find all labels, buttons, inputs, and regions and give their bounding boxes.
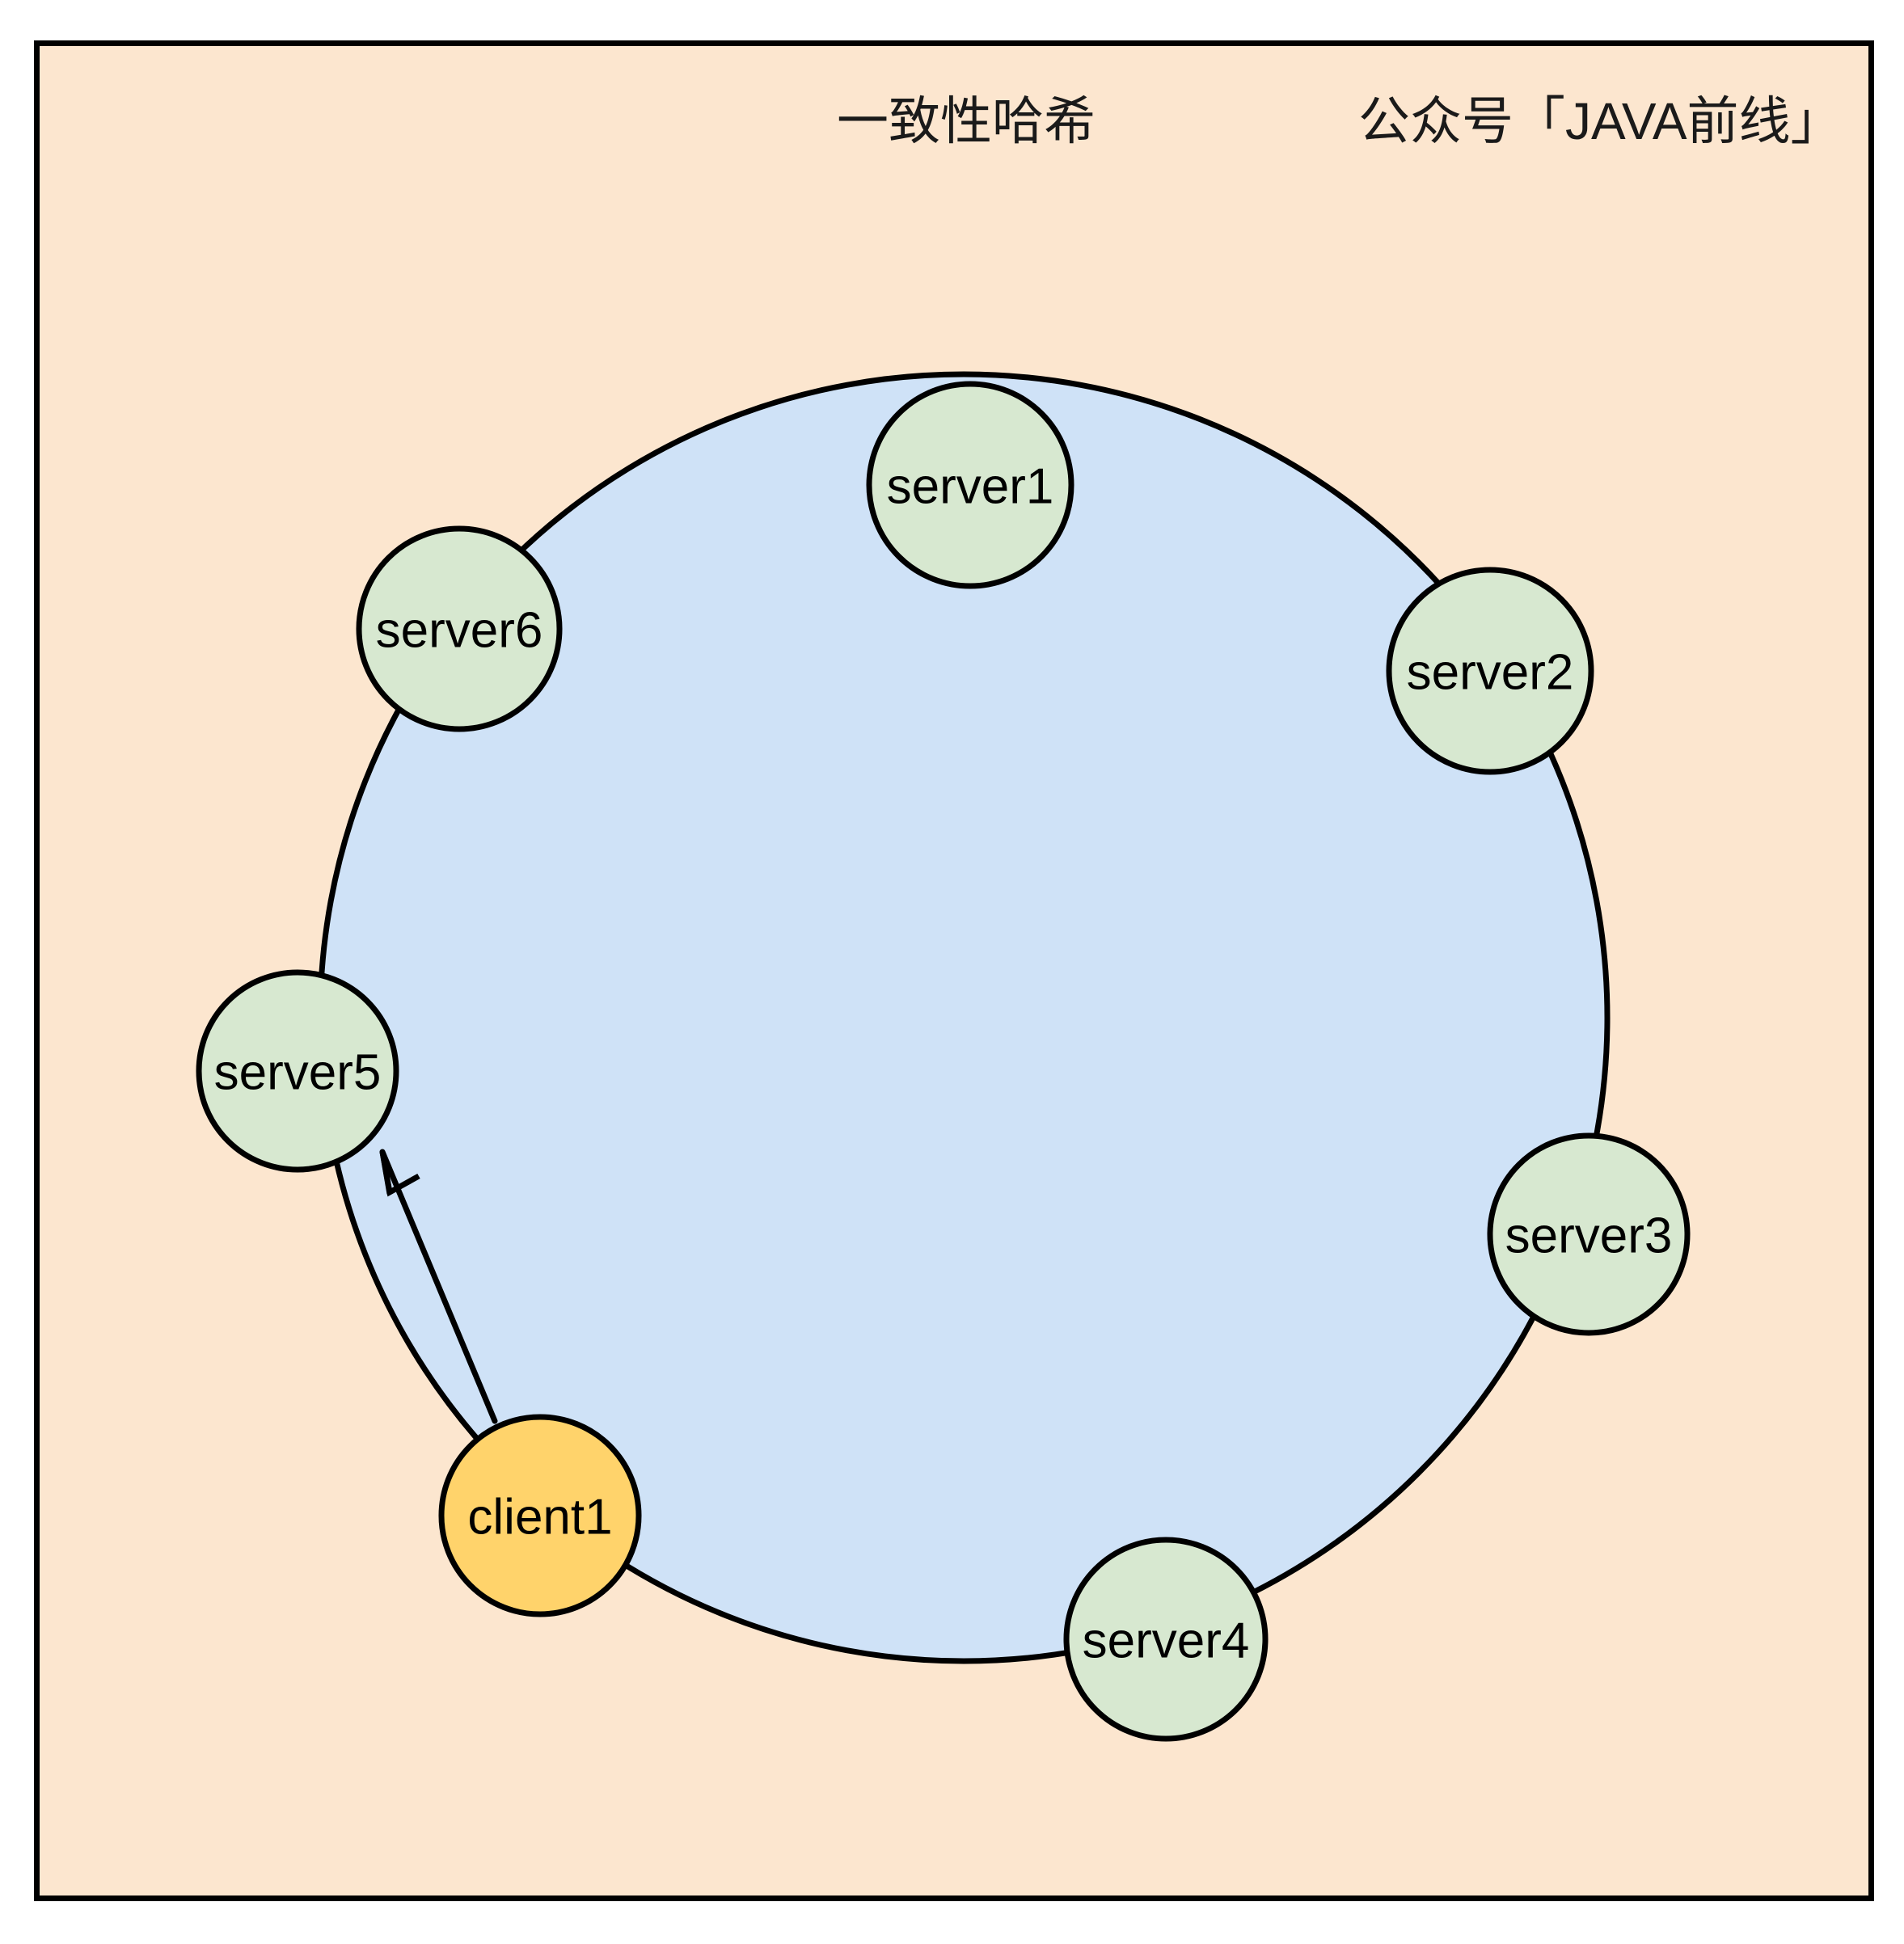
node-label: server1 [887,459,1054,515]
page-title: 一致性哈希 [837,92,1096,150]
credit-title: 公众号「JAVA前线」 [1358,92,1843,150]
node-circle [196,969,399,1173]
node-server2[interactable]: server2 [1386,567,1594,775]
node-label: client1 [467,1490,612,1546]
node-circle [438,1414,642,1617]
node-server6[interactable]: server6 [356,525,563,732]
node-circle [356,525,563,732]
node-circle [1487,1132,1691,1336]
node-server4[interactable]: server4 [1063,1537,1269,1742]
node-server1[interactable]: server1 [866,381,1074,589]
node-server5[interactable]: server5 [196,969,399,1173]
node-server3[interactable]: server3 [1487,1132,1691,1336]
node-circle [1386,567,1594,775]
node-label: server4 [1083,1613,1250,1669]
node-label: server6 [376,603,543,659]
node-circle [866,381,1074,589]
edge-client1-to-server5[interactable] [379,1149,498,1424]
node-label: server5 [214,1045,382,1101]
node-client1[interactable]: client1 [438,1414,642,1617]
arrowhead-stem [379,1151,393,1195]
node-label: server2 [1407,645,1574,701]
edge-line [379,1149,498,1424]
node-circle [1063,1537,1269,1742]
node-label: server3 [1505,1208,1673,1264]
